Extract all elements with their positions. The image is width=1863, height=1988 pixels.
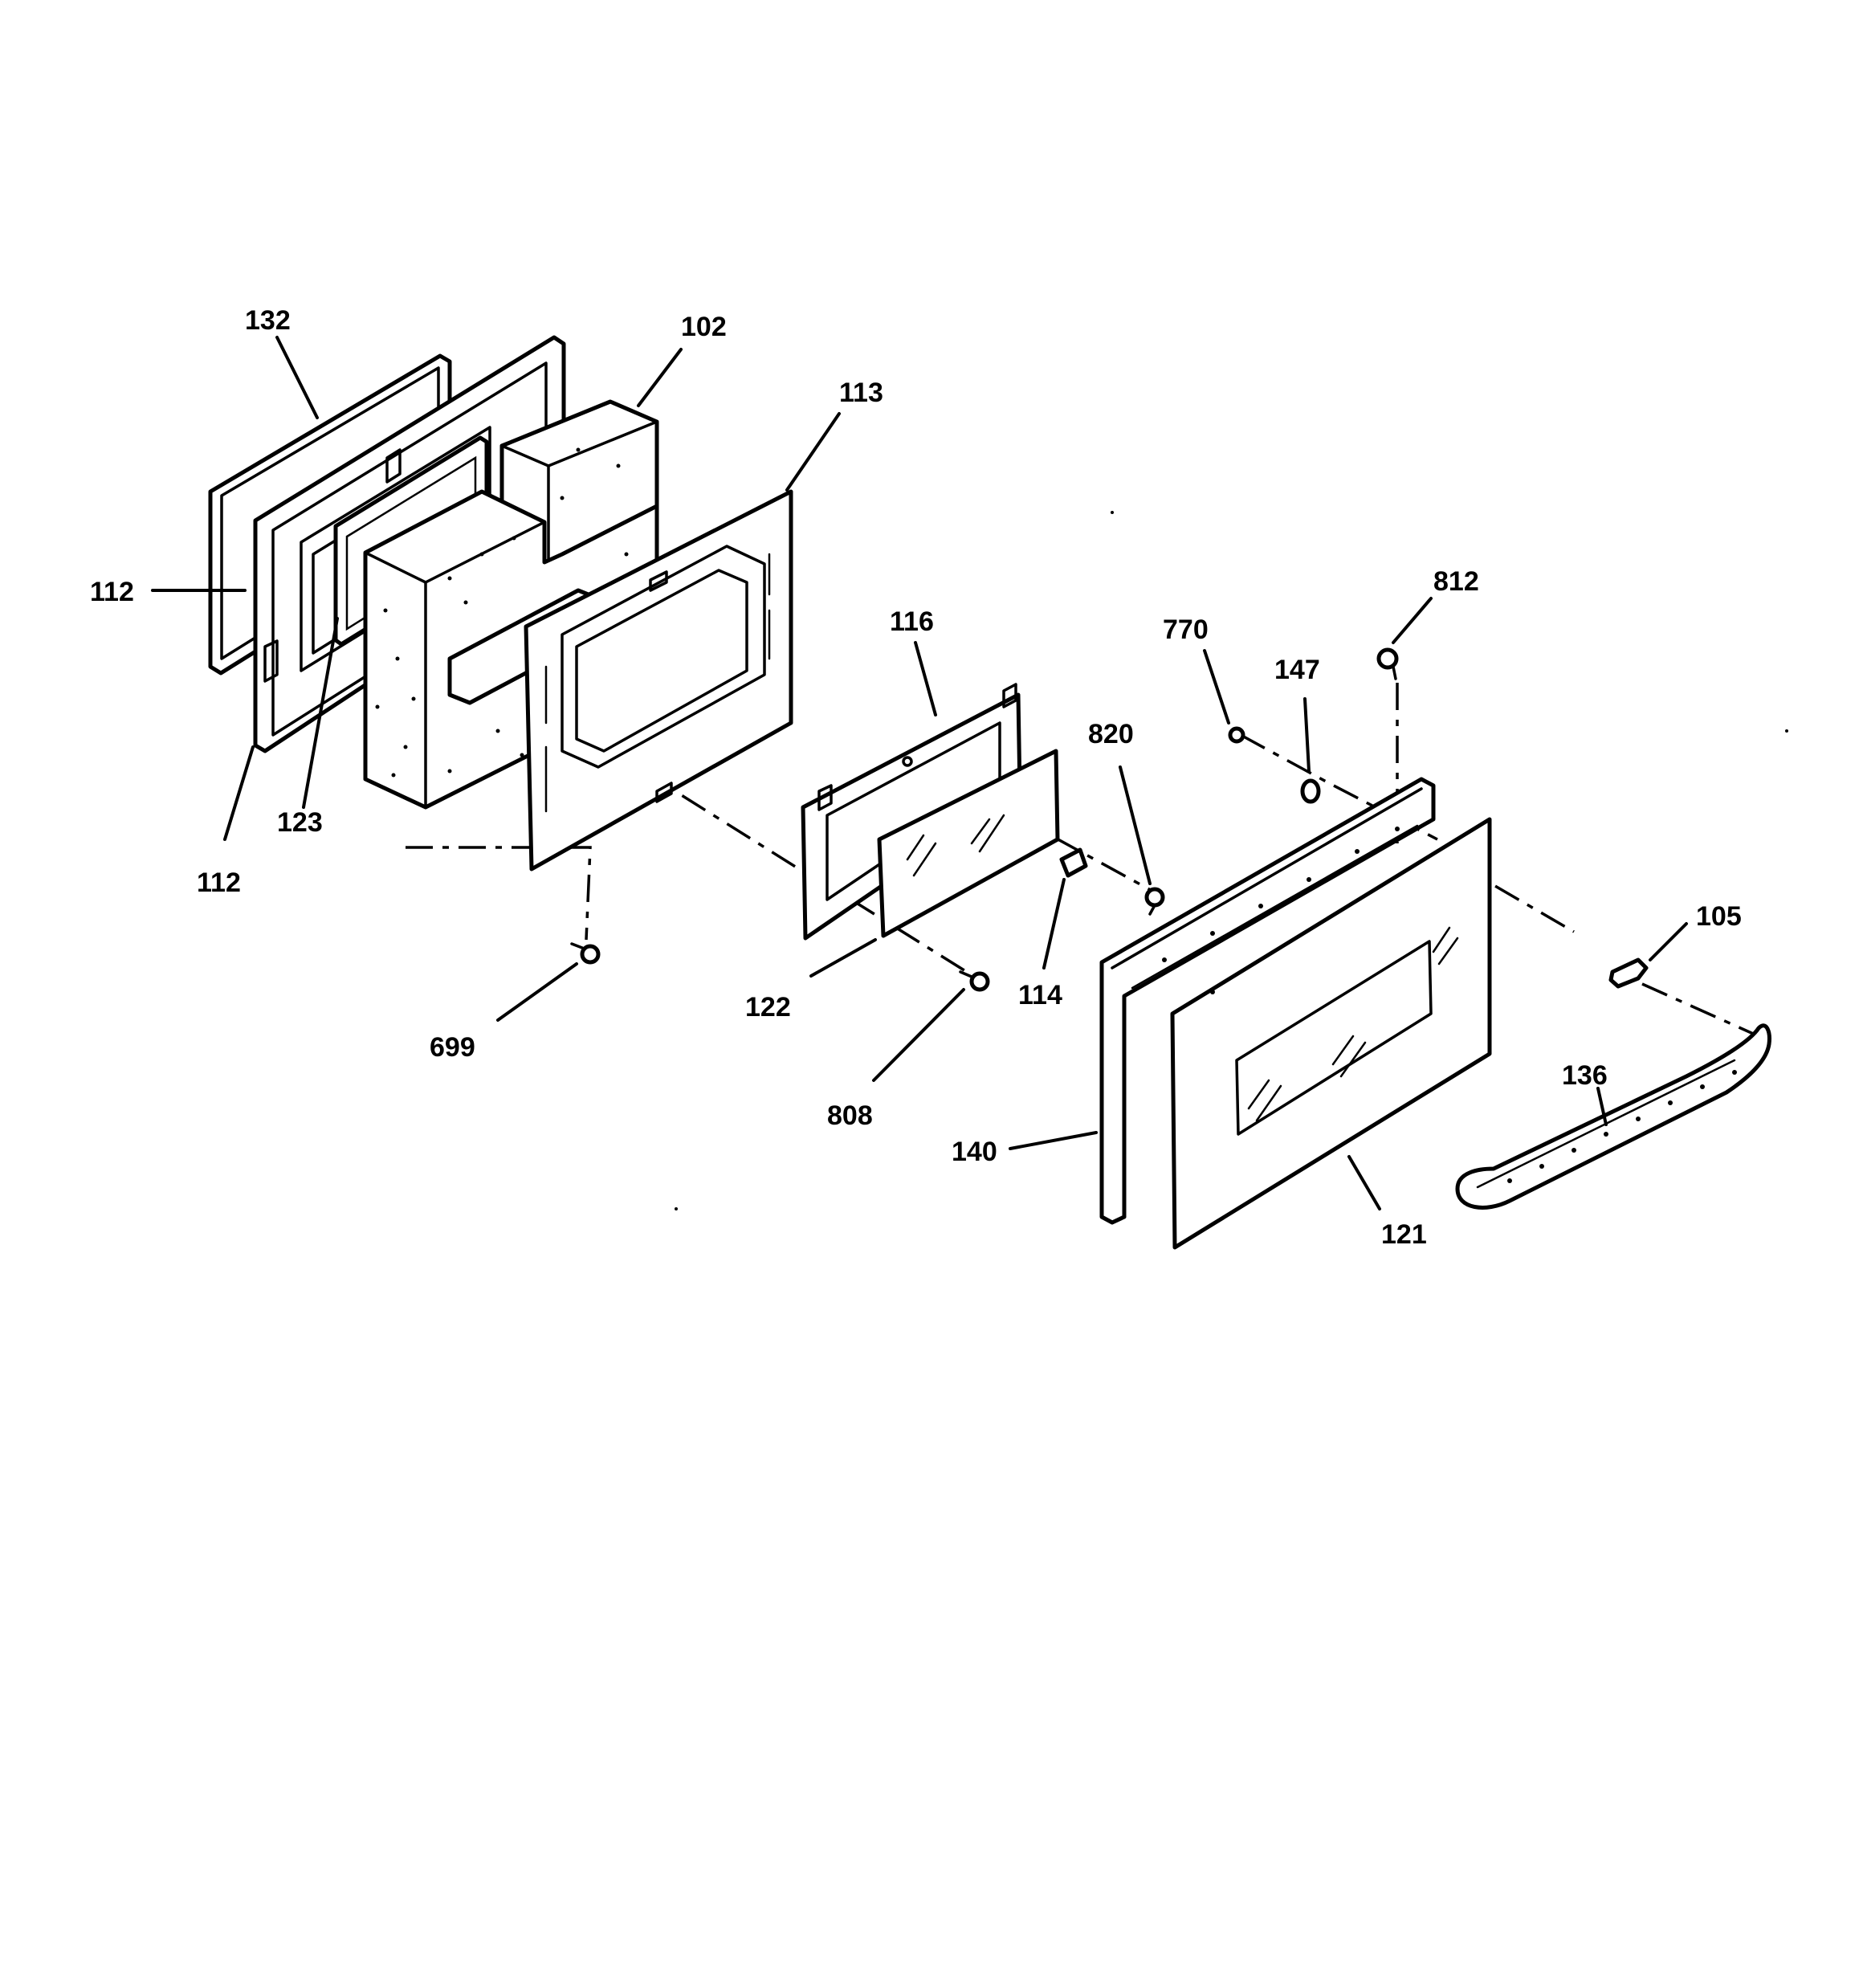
screw-812-part [1376,647,1399,670]
screw-820-part [1144,887,1165,908]
callout-123: 123 [277,807,323,838]
callout-112-lower: 112 [197,867,241,898]
door-frame-panel-part [524,489,793,872]
callout-102: 102 [681,312,727,342]
outer-door-frame-part [1099,777,1436,1225]
callout-812: 812 [1433,566,1479,597]
callout-116: 116 [890,606,934,637]
callout-112-upper: 112 [90,577,134,607]
scan-specks [675,511,1788,1210]
callout-105: 105 [1696,901,1742,932]
callout-labels: 132 102 113 112 112 123 116 770 812 147 … [90,305,1742,1250]
screw-808-part [969,971,990,992]
handle-mount-part [1608,957,1649,989]
callout-113: 113 [839,378,883,408]
handle-texture [1507,1070,1737,1183]
screw-699-part [580,944,601,965]
callout-121: 121 [1381,1219,1427,1250]
callout-770: 770 [1163,614,1209,645]
callout-820: 820 [1088,719,1134,749]
door-handle-part [1455,1023,1771,1210]
callout-140: 140 [952,1137,997,1167]
outer-glass-panel-part [1170,817,1492,1250]
callout-136: 136 [1562,1060,1608,1091]
glass-pane-part [877,749,1060,938]
hardware [570,647,1649,992]
callout-114: 114 [1018,980,1062,1010]
callout-147: 147 [1274,655,1320,685]
callout-leaders [151,336,1688,1210]
callout-132: 132 [245,305,291,336]
callout-808: 808 [827,1100,873,1131]
hinge-block-part [1059,847,1088,878]
callout-699: 699 [430,1032,475,1063]
callout-122: 122 [745,992,791,1023]
screw-770-part [1228,726,1245,744]
frame-holes [1162,827,1400,962]
washer-147-part [1300,778,1321,804]
